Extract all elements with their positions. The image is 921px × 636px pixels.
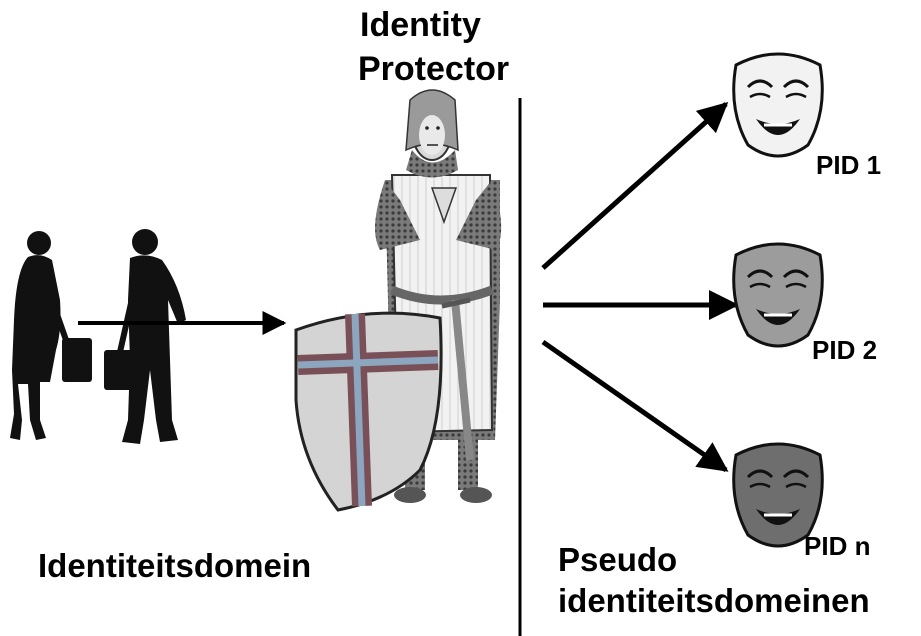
pseudo-domain-label-line-2: identiteitsdomeinen [558, 584, 870, 617]
output-arrow-pid1 [543, 104, 726, 268]
title-line-1: Identity [360, 8, 481, 42]
mask-icon-2 [734, 244, 823, 346]
person-figure-2 [104, 229, 186, 444]
title-line-2: Protector [358, 52, 509, 86]
mask-icon-1 [734, 54, 823, 156]
pid-1-label: PID 1 [816, 152, 881, 178]
pid-n-label: PID n [804, 533, 870, 559]
identity-domain-label: Identiteitsdomein [38, 549, 311, 582]
output-arrow-pidn [543, 342, 726, 470]
pseudo-domain-label-line-1: Pseudo [558, 543, 677, 576]
person-figure-1 [10, 231, 92, 440]
pid-2-label: PID 2 [812, 337, 877, 363]
